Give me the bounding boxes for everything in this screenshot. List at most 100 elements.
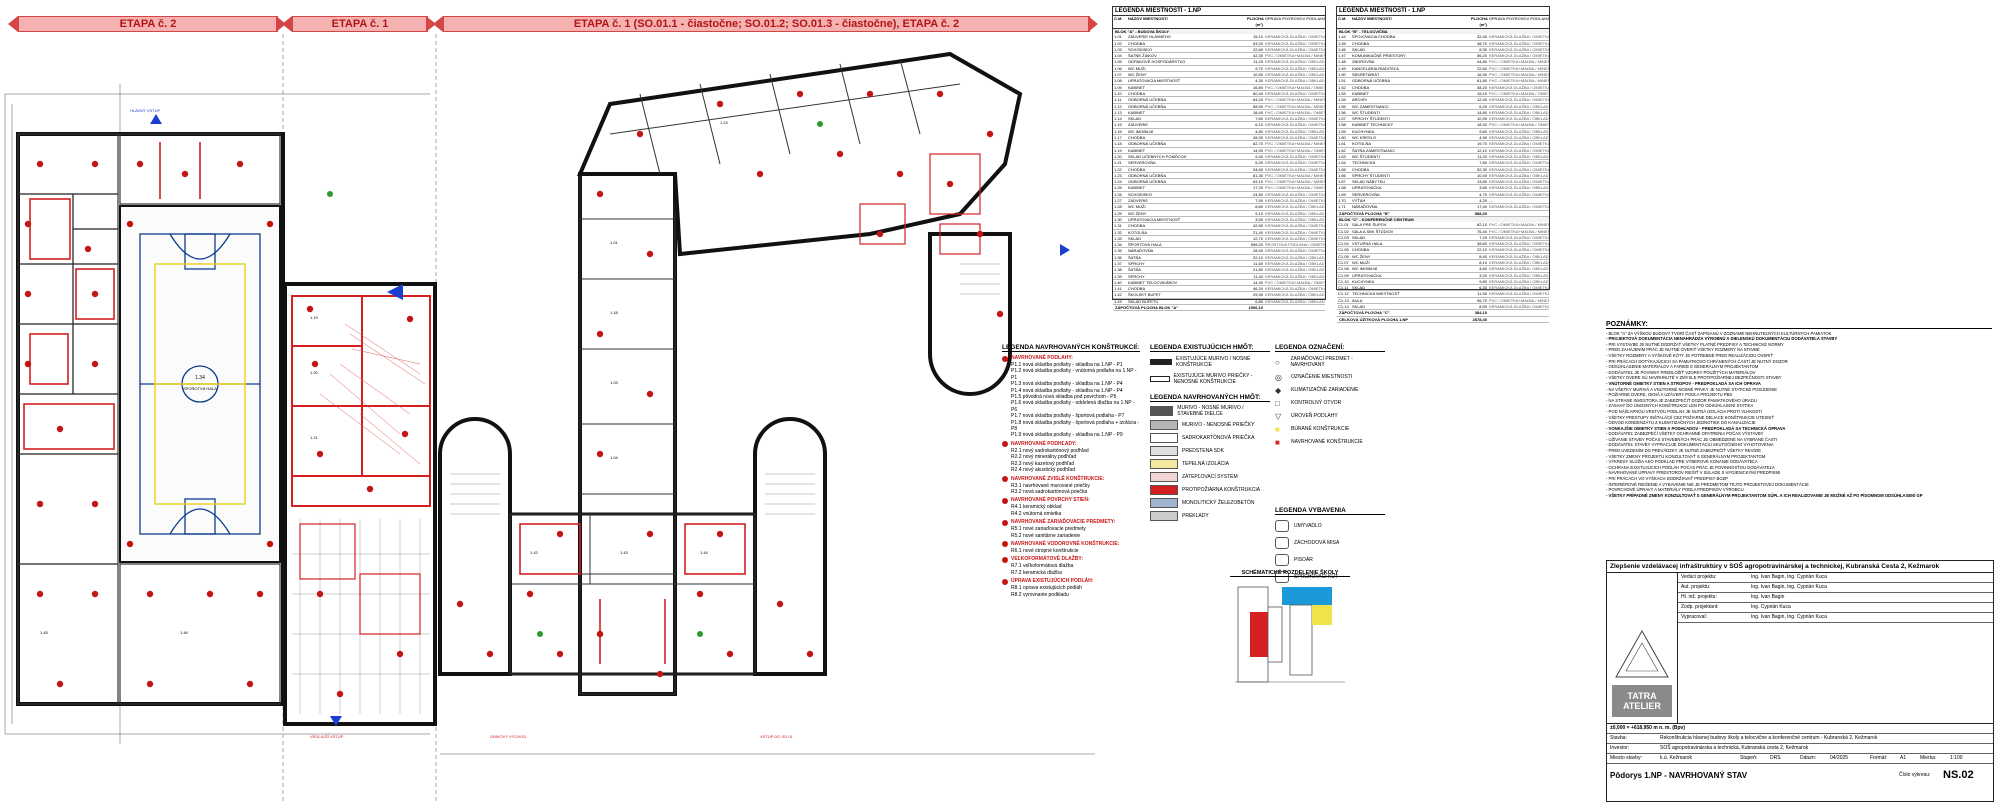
logo-column: TATRA ATELIER	[1607, 573, 1678, 723]
table-cell: 8,90	[1479, 304, 1487, 310]
table-cell: ZÁDVERIE	[1128, 198, 1149, 204]
table-cell: C1.02	[1338, 228, 1349, 234]
legend-title-2: LEGENDA VYBAVENIA	[1275, 507, 1385, 515]
table-cell: KERAMICKÁ DLAŽBA / OMIETKA / MINERÁLNY P…	[1265, 90, 1325, 96]
label: Aut. projektu:	[1681, 584, 1711, 590]
legend-group: NAVRHOVANÉ ZVISLÉ KONŠTRUKCIE:	[1002, 476, 1140, 483]
table-cell: KERAMICKÁ DLAŽBA / OBKLAD / OMIETKA	[1265, 298, 1325, 304]
table-cell: ZÁDVERIE	[1128, 122, 1149, 128]
legend-text: ZÁCHODOVÁ MISA	[1294, 539, 1340, 546]
grand-total-row: CELKOVÁ ÚŽITKOVÁ PLOCHA 1.NP 2878,40	[1337, 317, 1549, 323]
table-cell: 56,20	[1476, 53, 1487, 59]
table-cell: 14,80	[1476, 109, 1487, 115]
table-cell: 1.27	[1114, 198, 1122, 204]
legend-row: ◎OZNAČENIE MIESTNOSTI	[1275, 373, 1385, 382]
col-header: Č.M.	[1114, 16, 1123, 21]
table-cell: 4,20	[1479, 198, 1487, 204]
table-cell: 8,60	[1255, 204, 1263, 210]
table-cell: KERAMICKÁ DLAŽBA / OMIETKA / MINERÁLNY P…	[1265, 40, 1325, 46]
table-cell: PVC / OMIETKA+MAĽBA / OMIETKA	[1489, 90, 1549, 96]
legend-row: PISOÁR	[1275, 553, 1385, 566]
table-cell: 1.32	[1114, 229, 1122, 235]
legend-symbol-icon: ■	[1275, 424, 1280, 434]
table-cell: 18,40	[1252, 109, 1263, 115]
label: Mierka:	[1920, 755, 1937, 761]
table-cell: KERAMICKÁ DLAŽBA / OMIETKA / MINERÁLNY P…	[1265, 166, 1325, 172]
company-logo: TATRA ATELIER	[1612, 685, 1672, 717]
table-cell: C1.10	[1338, 278, 1349, 284]
fixture-icon	[1275, 519, 1289, 532]
legend-row: TEPELNÁ IZOLÁCIA	[1150, 459, 1270, 470]
table-cell: 4,30	[1255, 78, 1263, 84]
table-cell: 22,10	[1252, 254, 1263, 260]
legend-text: PISOÁR	[1294, 556, 1313, 563]
note-line: - UŽÍVANIE STAVBY POČAS STAVEBNÝCH PRÁC …	[1606, 436, 1778, 442]
table-cell: KOMUNIKAČNÉ PRIESTORY	[1352, 53, 1406, 59]
table-cell: SÁLA A SBK ŠTÚDIOV	[1352, 228, 1394, 234]
table-cell: 1.68	[1338, 185, 1346, 191]
table-cell: 61,30	[1252, 172, 1263, 178]
table-cell: 1.29	[1114, 210, 1122, 216]
table-cell: 1.11	[1114, 97, 1122, 103]
table-cell: 22,60	[1252, 46, 1263, 52]
stage-arrow-left-3	[433, 16, 443, 32]
table-cell: 15,10	[1252, 34, 1263, 40]
table-cell: 52,30	[1476, 166, 1487, 172]
swatch-existing-partition	[1150, 376, 1170, 383]
room-label-r1: 1.01	[610, 240, 619, 245]
room-label-r2: 1.18	[610, 310, 619, 315]
note-line: - VŠETKY DVERE SÚ NAVRHNUTÉ V ZMYSLE PRO…	[1606, 375, 1782, 381]
table-cell: KABINET	[1128, 185, 1146, 191]
legend-item: R2.3 nový kazetový podhľad	[1011, 460, 1075, 467]
table-cell: TECHNICKÁ MIESTNOSŤ	[1352, 291, 1400, 297]
table-cell: KUCHYNKA	[1352, 278, 1375, 284]
table-cell: UPRATOVACIA MIESTNOSŤ	[1128, 78, 1181, 84]
col-header: NÁZOV MIESTNOSTI	[1128, 16, 1168, 21]
grand-total-label: CELKOVÁ ÚŽITKOVÁ PLOCHA 1.NP	[1339, 316, 1408, 322]
note-line: - VNÚTORNÉ OMIETKY STIEN A STROPOV - PRE…	[1606, 380, 1761, 386]
table-cell: 9,70	[1255, 65, 1263, 71]
table-cell: 1.38	[1114, 267, 1122, 273]
table-cell: CHODBA	[1128, 135, 1146, 141]
logo-triangle-icon	[1615, 629, 1669, 678]
table-cell: 11,50	[1477, 291, 1487, 297]
table-cell: PVC / OMIETKA+MAĽBA / MINERÁLNY PODHĽAD	[1489, 228, 1549, 234]
title-block-rows: Vedúci projektu:Ing. Ivan Bagin, Ing. Cy…	[1678, 573, 1993, 723]
table-cell: 38,20	[1476, 84, 1487, 90]
table-cell: KERAMICKÁ DLAŽBA / OBKLAD / SDK PODHĽAD	[1489, 116, 1549, 122]
table-cell: KERAMICKÁ DLAŽBA / OMIETKA / OMIETKA	[1489, 46, 1549, 52]
table-cell: 1.09	[1114, 84, 1122, 90]
legend-item: P1.6 nová skladba podlahy - oddelená dla…	[1011, 400, 1135, 413]
note-line: - VŠETKY PRESTUPY INŠTALÁCIÍ CEZ POŽIARN…	[1606, 414, 1774, 420]
legend-swatch	[1150, 485, 1178, 496]
table-cell: 1.61	[1338, 141, 1346, 147]
table-cell: 1.65	[1338, 166, 1346, 172]
table-cell: C1.05	[1338, 247, 1349, 253]
legend-text: SADROKARTÓNOVÁ PRIEČKA	[1182, 435, 1255, 442]
table-cell: KERAMICKÁ DLAŽBA / OMIETKA / OMIETKA	[1265, 160, 1325, 166]
tb-row-elev: ±0,000 = +618,950 m n. m. (Bpv)	[1607, 724, 1993, 734]
legend-group: NAVRHOVANÉ POVRCHY STIEN:	[1002, 497, 1140, 504]
legend-title-2: LEGENDA NAVRHOVANÝCH HMÔT:	[1150, 394, 1270, 402]
table-cell: 11,40	[1253, 273, 1263, 279]
